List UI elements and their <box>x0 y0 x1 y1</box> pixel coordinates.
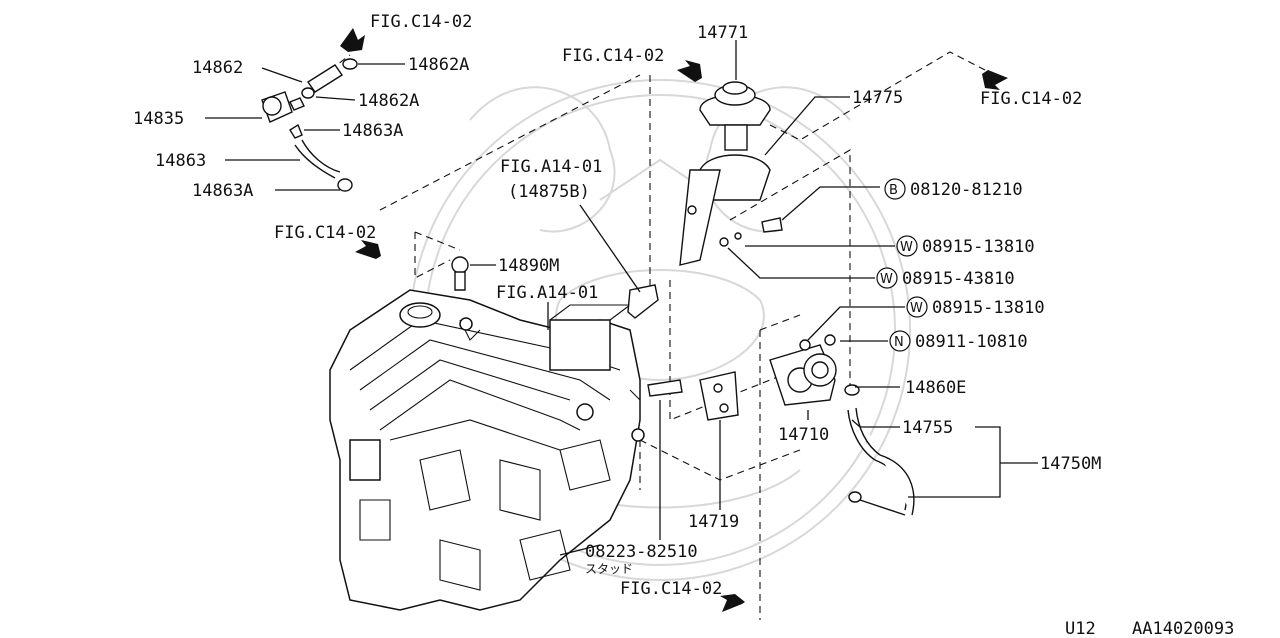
fig-ref-a14-01-engine: FIG.A14-01 <box>496 283 598 303</box>
fig-ref-a14-01-mid: FIG.A14-01 <box>500 157 602 177</box>
part-14862A-label-2: 14862A <box>358 91 419 111</box>
part-08223-82510-label: 08223-82510 <box>585 542 698 562</box>
arrow-fig-c14-02-bottom <box>720 594 745 612</box>
fastener-08915-13810-label-2: 08915-13810 <box>932 298 1045 318</box>
fig-ref-c14-02-top-mid: FIG.C14-02 <box>562 46 664 66</box>
fig-ref-14875b: (14875B) <box>508 182 590 202</box>
reference-arrows <box>340 28 1008 612</box>
svg-text:N: N <box>894 335 904 350</box>
svg-text:W: W <box>880 272 893 287</box>
fastener-08911-10810-label: 08911-10810 <box>915 332 1028 352</box>
labels: FIG.C14-02 14862 14862A 14862A 14835 148… <box>133 12 1234 638</box>
model-code: U12 <box>1065 619 1096 638</box>
fastener-08120-81210-label: 08120-81210 <box>910 180 1023 200</box>
part-14771-label: 14771 <box>697 23 748 43</box>
fastener-08915-43810-label: 08915-43810 <box>902 269 1015 289</box>
part-14710-label: 14710 <box>778 425 829 445</box>
fastener-08915-13810-label-1: 08915-13810 <box>922 237 1035 257</box>
part-14750M-label: 14750M <box>1040 454 1101 474</box>
part-14863A-label-1: 14863A <box>342 121 403 141</box>
arrow-fig-c14-02-top-left <box>340 28 365 52</box>
diagram-code: AA14020093 <box>1132 619 1234 638</box>
egr-passage-group <box>451 256 915 516</box>
stud-note-label: スタッド <box>585 562 633 576</box>
fig-ref-c14-02-top-left: FIG.C14-02 <box>370 12 472 32</box>
pcv-hose-group <box>261 58 358 192</box>
part-14775-label: 14775 <box>852 88 903 108</box>
fig-ref-c14-02-left: FIG.C14-02 <box>274 223 376 243</box>
part-14863A-label-2: 14863A <box>192 181 253 201</box>
part-14862-label: 14862 <box>192 58 243 78</box>
part-14755-label: 14755 <box>902 418 953 438</box>
engine-assembly <box>329 289 645 611</box>
arrow-fig-c14-02-top-mid <box>677 60 702 82</box>
egr-valve-group <box>679 81 783 266</box>
leader-lines <box>205 40 1038 556</box>
fig-ref-c14-02-bottom: FIG.C14-02 <box>620 579 722 599</box>
part-14835-label: 14835 <box>133 109 184 129</box>
part-14862A-label-1: 14862A <box>408 55 469 75</box>
arrow-fig-c14-02-top-right <box>982 70 1008 90</box>
fig-ref-c14-02-top-right: FIG.C14-02 <box>980 89 1082 109</box>
svg-text:B: B <box>889 183 898 198</box>
svg-text:W: W <box>900 240 913 255</box>
fastener-symbols: B W W W N <box>876 178 928 352</box>
part-14719-label: 14719 <box>688 512 739 532</box>
part-14890M-label: 14890M <box>498 256 559 276</box>
part-14860E-label: 14860E <box>905 378 966 398</box>
part-14863-label: 14863 <box>155 151 206 171</box>
svg-text:W: W <box>910 301 923 316</box>
arrow-fig-c14-02-left <box>355 240 381 259</box>
